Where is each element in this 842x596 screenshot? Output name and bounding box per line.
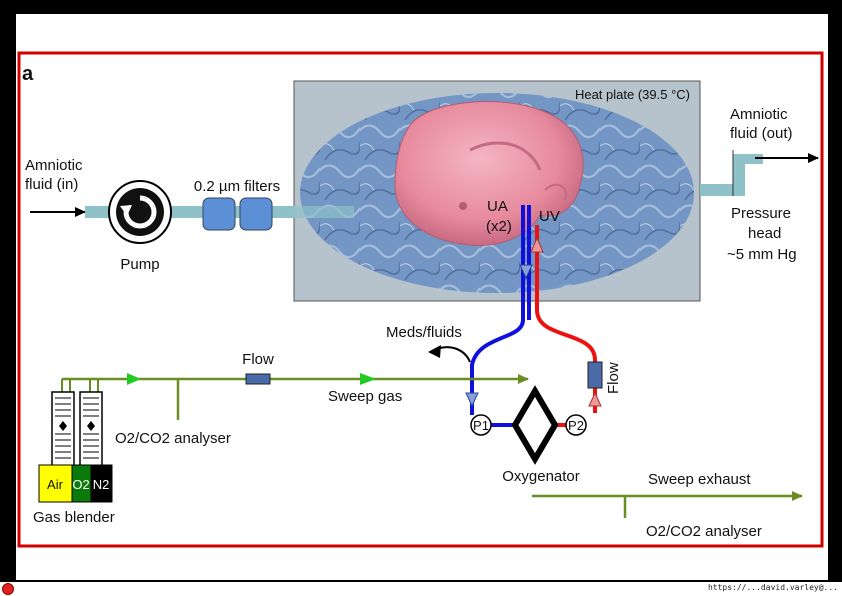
arterial-tube-blue <box>470 205 525 415</box>
air-label: Air <box>47 477 64 492</box>
heat-plate-label: Heat plate (39.5 °C) <box>575 87 690 102</box>
pump <box>108 180 172 244</box>
pump-label: Pump <box>120 256 159 273</box>
sweep-gas-label: Sweep gas <box>328 388 402 405</box>
p2-sensor <box>565 414 587 436</box>
analyser-right-label: O2/CO2 analyser <box>646 523 762 540</box>
app-icon[interactable] <box>2 583 14 595</box>
gas-arrow-2 <box>360 373 376 385</box>
fluid-tube-plate <box>294 206 354 218</box>
amniotic-in-label-2: fluid (in) <box>25 176 78 193</box>
blood-flow-meter <box>587 361 603 389</box>
panel-label: a <box>22 63 34 85</box>
gas-arrow-1 <box>127 373 141 385</box>
o2-label: O2 <box>72 477 89 492</box>
oxygenator-label: Oxygenator <box>502 468 580 485</box>
filters-label: 0.2 µm filters <box>194 178 280 195</box>
ua-flow-arrow <box>519 264 533 280</box>
meds-label: Meds/fluids <box>386 324 462 341</box>
ua-label-1: UA <box>487 198 508 215</box>
pressure-head-tube <box>700 150 763 196</box>
meds-arrowhead <box>428 345 441 358</box>
amniotic-in-label-1: Amniotic <box>25 157 83 174</box>
gas-blender <box>51 379 103 467</box>
pressure-label-3: ~5 mm Hg <box>727 246 797 263</box>
uv-flow-arrow <box>530 236 544 253</box>
ua-label-2: (x2) <box>486 218 512 235</box>
blood-flow-label: Flow <box>605 362 622 394</box>
pressure-label-2: head <box>748 225 781 242</box>
oxygenator-diamond-icon <box>511 385 559 465</box>
filter-2 <box>239 197 273 231</box>
fetus-illustration <box>394 101 584 246</box>
pressure-label-1: Pressure <box>731 205 791 222</box>
gas-blender-label: Gas blender <box>33 509 115 526</box>
air-tank <box>38 464 73 503</box>
amniotic-out-label-1: Amniotic <box>730 106 788 123</box>
filter-1 <box>202 197 236 231</box>
p1-sensor <box>470 414 492 436</box>
venous-tube-red <box>535 225 597 413</box>
bottom-strip <box>0 582 842 596</box>
n2-label: N2 <box>93 477 110 492</box>
uv-label: UV <box>539 208 560 225</box>
gas-flow-label: Flow <box>242 351 274 368</box>
p1-label: P1 <box>473 418 489 433</box>
analyser-left-label: O2/CO2 analyser <box>115 430 231 447</box>
credit-text: https://...david.varley@... <box>707 583 838 592</box>
amniotic-out-label-2: fluid (out) <box>730 125 793 142</box>
n2-tank <box>90 464 113 503</box>
gas-flow-meter <box>245 373 271 385</box>
p1-flow-arrow <box>465 392 479 408</box>
p2-label: P2 <box>568 418 584 433</box>
p2-flow-arrow <box>588 391 602 407</box>
circular-arrow-icon <box>123 195 157 229</box>
sweep-exhaust-label: Sweep exhaust <box>648 471 751 488</box>
